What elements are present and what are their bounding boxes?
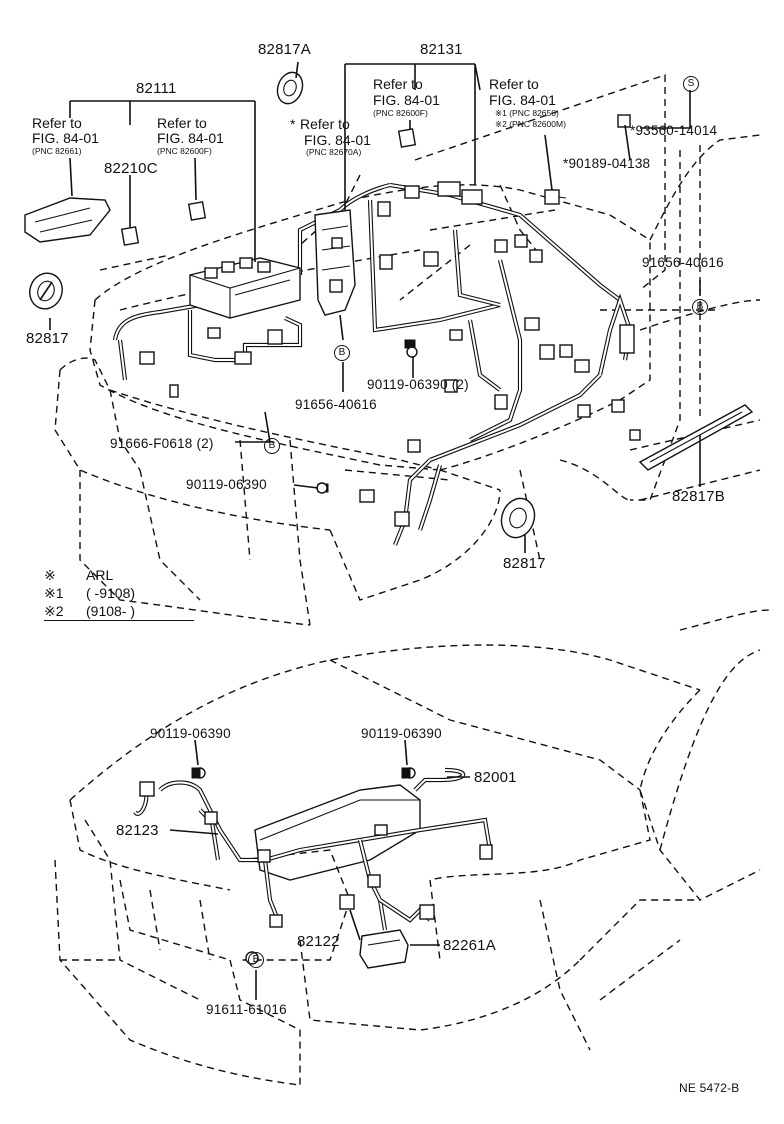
refer-to-text: Refer to [157,115,207,131]
refer-to-text: Refer to [300,116,350,132]
refer-to-text: Refer to [32,115,82,131]
legend-underline [44,620,194,621]
marker-s: S [683,74,699,92]
legend-symbol: ※1 [44,585,64,601]
legend-text: ARL [86,567,114,583]
part-number-82210c: 82210C [104,160,158,177]
part-number-82123: 82123 [116,822,159,839]
pnc-reference: ※1 (PNC 82650) [495,108,559,118]
figure-reference: FIG. 84-01 [304,132,371,148]
figure-reference: FIG. 84-01 [373,92,440,108]
pnc-reference: (PNC 82670A) [306,147,362,157]
part-number-82111: 82111 [136,80,177,97]
legend-text: ( -9108) [86,585,136,601]
marker-b: B [334,343,350,361]
legend-symbol: ※2 [44,603,64,619]
part-number-90189-04138: *90189-04138 [563,156,651,171]
pnc-reference: (PNC 82600F) [373,108,428,118]
diagram-id: NE 5472-B [679,1081,740,1095]
part-number-91656-40616: 91656-40616 [295,397,377,412]
part-number-82131: 82131 [420,41,463,58]
marker-b: B [248,950,264,968]
part-number-90119-06390: 90119-06390 [186,477,267,492]
legend-text: (9108- ) [86,603,136,619]
part-number-82817: 82817 [503,555,546,572]
legend-symbol: ※ [44,567,56,583]
part-number-82001: 82001 [474,769,517,786]
part-number-90119-06390: 90119-06390 [361,726,442,741]
part-number-82122: 82122 [297,933,340,950]
figure-reference: FIG. 84-01 [32,130,99,146]
pnc-reference: ※2 (PNC 82600M) [495,119,566,129]
refer-to-text: Refer to [373,76,423,92]
star-marker: * [290,116,296,132]
marker-b: B [264,436,280,454]
part-number-91656-40616: 91656-40616 [642,255,724,270]
part-number-91666-f0618: 91666-F0618 (2) [110,436,214,451]
part-number-82817b: 82817B [672,488,725,505]
part-number-82817a: 82817A [258,41,311,58]
part-number-93560-14014: *93560-14014 [630,123,718,138]
part-number-82261a: 82261A [443,937,496,954]
part-number-90119-06390: 90119-06390 (2) [367,377,469,392]
part-number-90119-06390: 90119-06390 [150,726,231,741]
marker-b: B [692,297,708,315]
pnc-reference: (PNC 82600F) [157,146,212,156]
figure-reference: FIG. 84-01 [489,92,556,108]
part-number-82817: 82817 [26,330,69,347]
part-number-91611-61016: 91611-61016 [206,1002,287,1017]
pnc-reference: (PNC 82661) [32,146,82,156]
figure-reference: FIG. 84-01 [157,130,224,146]
refer-to-text: Refer to [489,76,539,92]
